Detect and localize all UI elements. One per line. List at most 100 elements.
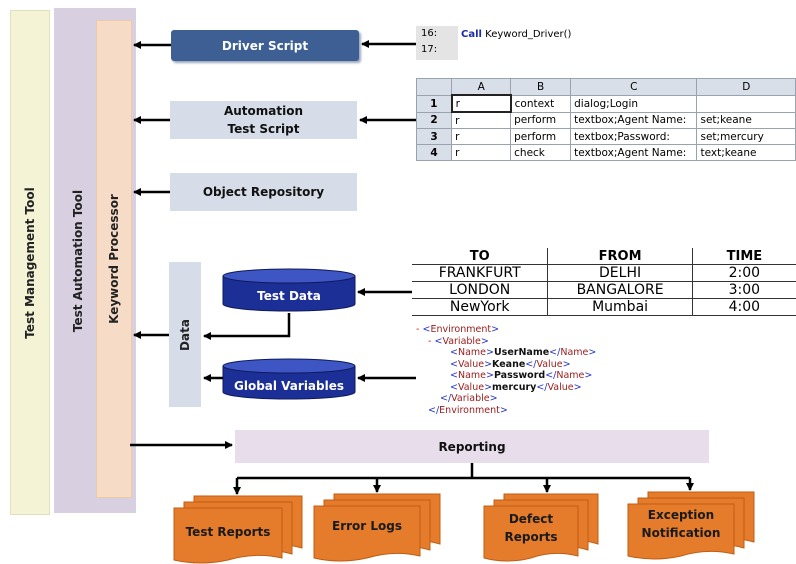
cell-b: perform <box>510 111 572 129</box>
object-repository-label: Object Repository <box>202 185 325 199</box>
sheet-corner <box>415 78 453 96</box>
exception-notification-label: Exception Notification <box>628 504 734 544</box>
xml-tag: Name <box>560 347 589 358</box>
arrow-testdata-to-data <box>203 313 291 340</box>
xml-line: <Value>mercury</Value> <box>450 381 582 393</box>
cell-c: dialog;Login <box>570 94 698 113</box>
xml-tag: Value <box>536 358 563 370</box>
xml-value: Keane <box>492 358 526 370</box>
sheet-col-a: A <box>451 78 512 96</box>
cell-d <box>696 94 796 113</box>
exception-notification-stack <box>627 491 755 560</box>
collapse-icon: - <box>416 324 420 335</box>
driver-code-line-16: 16: <box>421 28 438 39</box>
cell-from: BANGALORE <box>547 281 693 299</box>
driver-code-panel <box>416 26 458 60</box>
cell-c: textbox;Agent Name: <box>570 111 698 129</box>
xml-tag: Name <box>457 370 486 381</box>
xml-tag: Environment <box>439 404 500 416</box>
keyword-processor-bar: Keyword Processor <box>96 20 132 498</box>
xml-line: <Name>UserName</Name> <box>450 347 597 358</box>
exception-text: Exception <box>647 508 715 522</box>
cell-time: 3:00 <box>691 281 796 299</box>
xml-value: Password <box>493 370 546 381</box>
driver-script-label: Driver Script <box>221 38 309 53</box>
cell-c: textbox;Agent Name: <box>570 144 698 161</box>
xml-tag: Variable <box>451 393 490 404</box>
global-variables-label: Global Variables <box>233 379 345 393</box>
xml-tag: Name <box>556 370 585 381</box>
xml-value: UserName <box>493 347 550 358</box>
cell-to: NewYork <box>412 298 548 316</box>
notification-text: Notification <box>641 526 721 540</box>
reports-text: Reports <box>504 530 558 544</box>
table-row: NewYork Mumbai 4:00 <box>412 298 796 316</box>
xml-line: </Variable> <box>440 393 498 404</box>
driver-code-call: Call Keyword_Driver() <box>461 29 571 40</box>
cell-from: DELHI <box>547 264 693 282</box>
test-data-label: Test Data <box>257 289 321 303</box>
xml-tag: Variable <box>442 335 481 347</box>
test-reports-text: Test Reports <box>185 525 271 539</box>
defect-reports-stack <box>483 493 599 562</box>
error-logs-text: Error Logs <box>332 519 402 533</box>
route-header-to: TO <box>412 248 548 265</box>
test-reports-stack <box>173 495 303 564</box>
table-row: FRANKFURT DELHI 2:00 <box>412 264 796 282</box>
route-header-time: TIME <box>691 248 796 265</box>
test-reports-label: Test Reports <box>174 512 282 552</box>
xml-tag: Environment <box>430 324 492 335</box>
collapse-icon: - <box>428 335 432 347</box>
error-logs-label: Error Logs <box>314 506 420 546</box>
cell-to: LONDON <box>412 281 548 299</box>
cell-d: text;keane <box>696 144 796 161</box>
sheet-col-c: C <box>570 78 698 96</box>
cell-time: 4:00 <box>691 298 796 316</box>
test-data-cylinder <box>222 268 356 312</box>
row-number: 2 <box>415 111 453 129</box>
table-row: 3 r perform textbox;Password: set;mercur… <box>415 128 796 145</box>
cell-from: Mumbai <box>547 298 693 316</box>
row-number: 4 <box>415 144 453 161</box>
xml-tag: Name <box>457 347 486 358</box>
cell-time: 2:00 <box>691 264 796 282</box>
cell-to: FRANKFURT <box>412 264 548 282</box>
driver-code-line-17: 17: <box>421 44 438 55</box>
xml-line: - <Variable> <box>428 335 489 347</box>
sheet-col-d: D <box>696 78 796 96</box>
keyword-spreadsheet: A B C D 1 r context dialog;Login 2 r per… <box>415 78 796 161</box>
reporting-box: Reporting <box>235 430 709 463</box>
defect-reports-label: Defect Reports <box>484 508 578 548</box>
xml-line: - <Environment> <box>416 324 500 335</box>
cell-b: context <box>510 94 572 113</box>
test-management-tool-bar: Test Management Tool <box>10 10 50 515</box>
automation-test-script-box: Automation Test Script <box>170 101 357 139</box>
data-bar: Data <box>169 262 201 407</box>
call-text: Keyword_Driver() <box>485 29 572 40</box>
test-data-route-table: TO FROM TIME FRANKFURT DELHI 2:00 LONDON… <box>412 248 796 316</box>
xml-tag: Value <box>457 381 485 393</box>
table-row: 1 r context dialog;Login <box>415 94 796 113</box>
xml-line: </Environment> <box>428 404 508 416</box>
table-row: 4 r check textbox;Agent Name: text;keane <box>415 144 796 161</box>
row-number: 1 <box>415 94 453 113</box>
cell-a: r <box>450 94 512 113</box>
cell-b: perform <box>510 128 572 145</box>
sheet-col-b: B <box>510 78 572 96</box>
cell-b: check <box>510 144 572 161</box>
xml-tag: Value <box>457 358 485 370</box>
reporting-label: Reporting <box>438 439 506 454</box>
automation-label: Automation <box>223 104 304 118</box>
route-header-from: FROM <box>547 248 693 265</box>
xml-value: mercury <box>492 381 537 393</box>
call-keyword: Call <box>461 29 482 40</box>
xml-line: <Name>Password</Name> <box>450 370 593 381</box>
xml-line: <Value>Keane</Value> <box>450 358 571 370</box>
cell-c: textbox;Password: <box>570 128 698 145</box>
global-variables-xml: - <Environment> - <Variable> <Name>UserN… <box>416 324 596 416</box>
xml-tag: Value <box>547 381 574 393</box>
table-row: LONDON BANGALORE 3:00 <box>412 281 796 299</box>
driver-script-box: Driver Script <box>171 30 359 61</box>
object-repository-box: Object Repository <box>170 173 357 211</box>
